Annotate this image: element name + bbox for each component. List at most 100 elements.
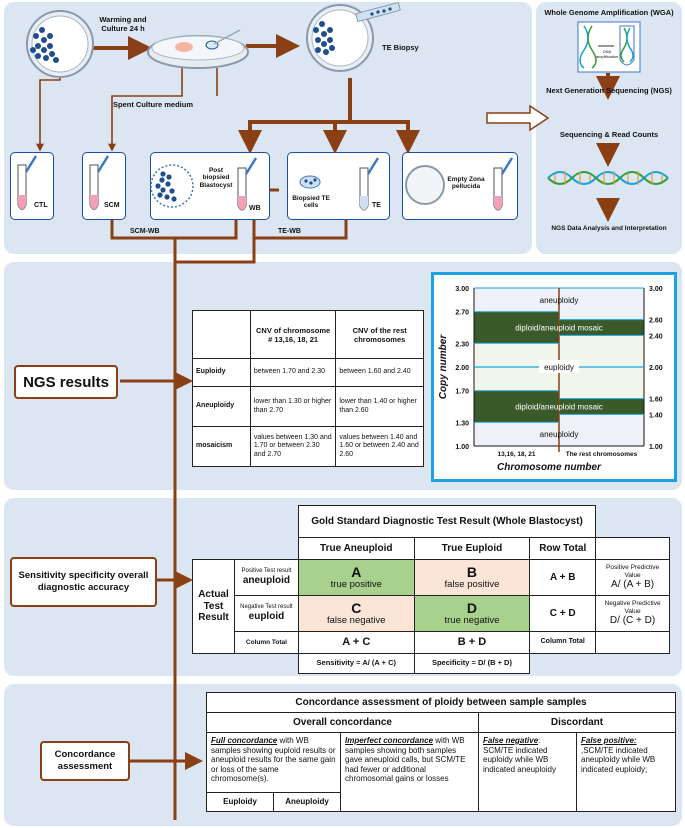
ngs-label: Next Generation Sequencing (NGS) xyxy=(546,86,672,95)
mosaic-band-top-right xyxy=(559,319,644,336)
cnv-cell: values between 1.30 and 1.70 or between … xyxy=(249,426,337,467)
full-title: Full concordance xyxy=(211,736,278,745)
mosaic-band-bottom-right xyxy=(559,398,644,415)
fn-text: SCM/TE indicated euploidy while WB indic… xyxy=(483,745,556,774)
y-axis-title: Copy number xyxy=(438,334,449,400)
ppv-formula: A/ (A + B) xyxy=(611,579,655,591)
left-tick-label: 2.70 xyxy=(455,310,469,317)
false-positive-cell: False positive:,SCM/TE indicated aneuplo… xyxy=(576,732,676,812)
apb-cell: A + B xyxy=(529,559,597,596)
npv-formula: D/ (C + D) xyxy=(609,615,656,627)
empty-cell xyxy=(595,537,670,560)
right-tick-label: 2.00 xyxy=(649,365,663,372)
aneuploid-bottom-label: aneuploidy xyxy=(540,430,579,439)
bpd-cell: B + D xyxy=(413,631,531,654)
right-tick-label: 1.60 xyxy=(649,397,663,404)
cnv-table: CNV of chromosome # 13,16, 18, 21 CNV of… xyxy=(192,310,424,467)
tube-wb xyxy=(237,157,258,211)
left-tick-label: 2.30 xyxy=(455,341,469,348)
tube-scm xyxy=(89,155,110,210)
cnv-cell: lower than 1.40 or higher than 2.60 xyxy=(335,386,424,427)
specificity-formula: Specificity = D/ (B + D) xyxy=(413,653,531,674)
overall-header: Overall concordance xyxy=(206,712,479,733)
left-tick-label: 3.00 xyxy=(455,286,469,293)
right-tick-label: 2.40 xyxy=(649,333,663,340)
dna-amp-label: DNA amplification xyxy=(596,49,619,59)
te-cells xyxy=(299,175,321,189)
seq-label: Sequencing & Read Counts xyxy=(559,130,659,139)
hollow-arrow xyxy=(486,104,550,132)
imperfect-concordance-cell: Imperfect concordance with WB samples sh… xyxy=(340,732,479,812)
right-tick-label: 1.00 xyxy=(649,444,663,451)
biopsied-te-label: Biopsied TE cells xyxy=(292,195,330,210)
left-tick-label: 1.70 xyxy=(455,389,469,396)
cnv-row-label: Aneuploidy xyxy=(192,386,251,427)
b-text: false positive xyxy=(444,579,500,591)
gold-title: Gold Standard Diagnostic Test Result (Wh… xyxy=(297,505,597,538)
imperfect-text: with WB samples showing both samples gav… xyxy=(345,736,466,784)
euploid-label: euploidy xyxy=(544,363,574,372)
scm-label: SCM xyxy=(104,202,120,209)
ngs-results-box: NGS results xyxy=(14,365,118,399)
npv-label: Negative Predictive Value xyxy=(604,600,661,615)
x-category-label: 13,16, 18, 21 xyxy=(498,451,536,458)
concordance-title: Concordance assessment of ploidy between… xyxy=(206,692,676,713)
fn-title: False negative xyxy=(483,736,539,745)
left-tick-label: 2.00 xyxy=(455,365,469,372)
c-letter: C xyxy=(351,599,362,616)
actual-test-result: Actual Test Result xyxy=(192,559,235,654)
empty-cell xyxy=(595,631,670,654)
neg-big: euploid xyxy=(248,611,285,623)
false-negative-cell: False negative: SCM/TE indicated euploid… xyxy=(478,732,577,812)
post-biopsied-label: Post biopsied Blastocyst xyxy=(199,167,233,189)
pos-small: Positive Test result xyxy=(241,568,292,575)
col-row-total: Row Total xyxy=(529,537,597,560)
d-letter: D xyxy=(466,599,478,616)
left-tick-label: 1.30 xyxy=(455,420,469,427)
concordance-box: Concordance assessment xyxy=(40,741,130,781)
sensitivity-formula: Sensitivity = A/ (A + C) xyxy=(297,653,415,674)
te-biopsy-label: TE Biopsy xyxy=(382,43,419,52)
spent-medium-label: Spent Culture medium xyxy=(113,100,194,109)
ppv-label: Positive Predictive Value xyxy=(606,564,660,579)
cnv-header-col1: CNV of chromosome # 13,16, 18, 21 xyxy=(249,310,337,359)
col-true-euploid: True Euploid xyxy=(413,537,531,560)
scm-wb-label: SCM-WB xyxy=(130,228,160,235)
cnv-header-col2: CNV of the rest chromosomes xyxy=(335,310,424,359)
wga-title: Whole Genome Amplification (WGA) xyxy=(544,8,674,17)
cpd-cell: C + D xyxy=(529,595,597,632)
euploid-label-bg xyxy=(539,360,579,373)
a-letter: A xyxy=(351,563,362,580)
imperfect-title: Imperfect concordance xyxy=(345,736,434,745)
concordance-table: Concordance assessment of ploidy between… xyxy=(206,692,676,812)
tube-zona xyxy=(493,157,514,211)
aneuploidy-label: Aneuploidy xyxy=(285,797,329,806)
full-concordance-cell: Full concordance with WB samples showing… xyxy=(206,732,341,793)
diagnostic-box: Sensitivity specificity overall diagnost… xyxy=(10,557,157,607)
te-wb-label: TE-WB xyxy=(278,228,301,235)
warming-label: Warming and Culture 24 h xyxy=(99,15,147,33)
aneuploid-top-label: aneuploidy xyxy=(540,296,579,305)
x-axis-title: Chromosome number xyxy=(497,462,602,473)
fp-title: False positive: xyxy=(581,736,637,745)
analysis-label: NGS Data Analysis and Interpretation xyxy=(551,225,667,232)
full-text: with WB samples showing euploid results … xyxy=(211,736,336,784)
d-text: true negative xyxy=(444,615,500,627)
cnv-row-label: Euploidy xyxy=(192,358,251,387)
discordant-header: Discordant xyxy=(478,712,676,733)
cnv-cell: between 1.70 and 2.30 xyxy=(249,358,337,387)
cnv-cell: lower than 1.30 or higher than 2.70 xyxy=(249,386,337,427)
col-true-aneuploid: True Aneuploid xyxy=(297,537,415,560)
mosaic-top-label: diploid/aneuploid mosaic xyxy=(515,324,603,333)
